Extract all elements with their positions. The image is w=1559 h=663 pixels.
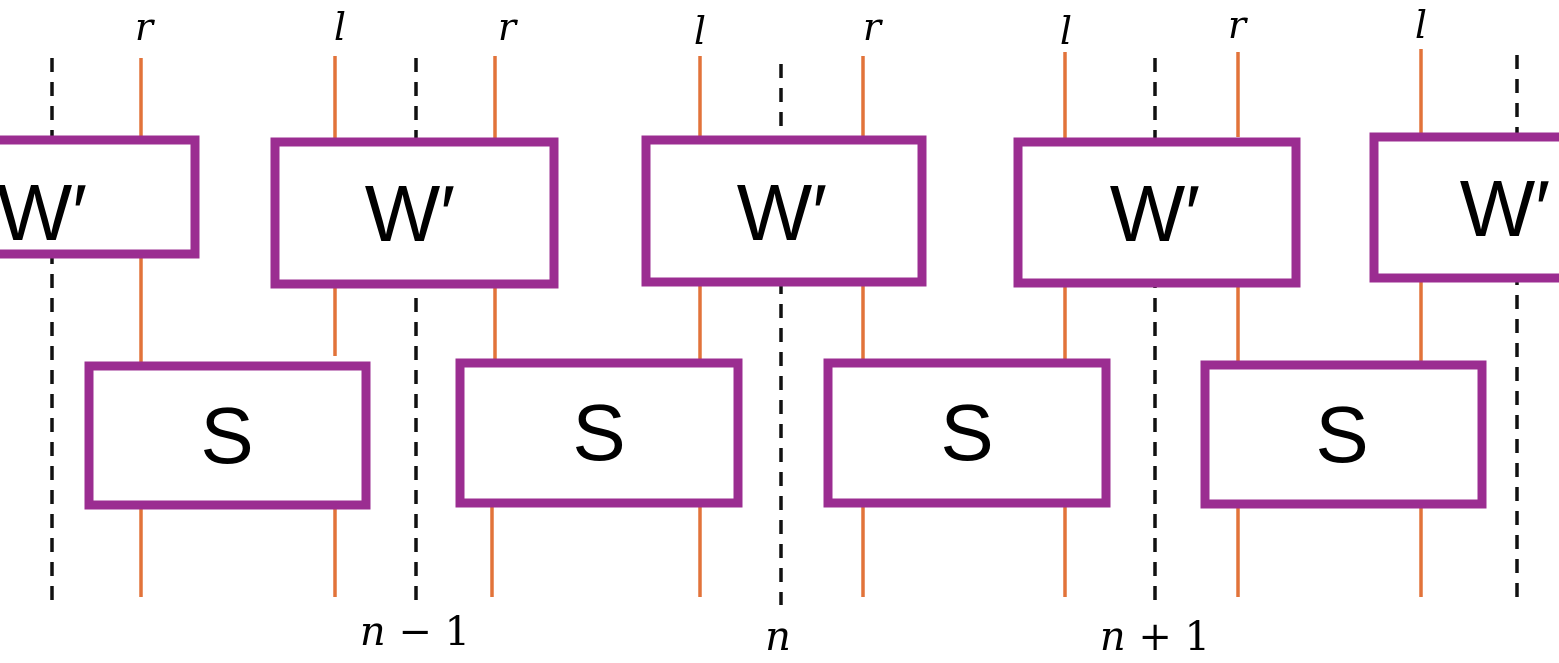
- leg-label: r: [498, 5, 519, 49]
- site-label-suffix: − 1: [386, 609, 470, 655]
- leg-labels: r l r l r l r l: [135, 3, 1427, 53]
- s-box: S: [1200, 360, 1487, 509]
- leg-label: r: [135, 5, 156, 49]
- w-prime-label: W′: [0, 168, 87, 257]
- site-label-n: n: [765, 614, 791, 660]
- leg-label: l: [1415, 3, 1427, 47]
- s-label: S: [572, 388, 625, 477]
- site-label-var: n: [1100, 614, 1126, 660]
- w-prime-box: W′: [641, 135, 927, 287]
- site-label-suffix: + 1: [1126, 614, 1210, 660]
- s-box: S: [84, 361, 371, 510]
- leg-label: l: [694, 9, 706, 53]
- site-labels: n − 1 n n + 1: [360, 609, 1210, 660]
- w-prime-box: W′: [270, 137, 559, 289]
- w-prime-boxes: W′ W′ W′ W′ W′: [0, 132, 1559, 289]
- s-label: S: [1315, 390, 1368, 479]
- w-prime-box: W′: [1369, 132, 1559, 283]
- w-prime-label: W′: [365, 169, 456, 258]
- w-prime-label: W′: [1460, 164, 1551, 253]
- s-boxes: S S S S: [84, 358, 1487, 510]
- site-label-var: n: [360, 609, 386, 655]
- s-box: S: [455, 358, 743, 508]
- site-label-n-plus-1: n + 1: [1100, 614, 1210, 660]
- leg-label: r: [1228, 3, 1249, 47]
- wires: [139, 49, 1423, 597]
- s-label: S: [940, 388, 993, 477]
- leg-label: l: [334, 5, 346, 49]
- site-separators: [50, 55, 1519, 605]
- s-label: S: [200, 391, 253, 480]
- s-box: S: [823, 358, 1111, 508]
- w-prime-label: W′: [1110, 169, 1201, 258]
- site-label-var: n: [765, 614, 791, 660]
- leg-label: l: [1060, 9, 1072, 53]
- leg-label: r: [863, 5, 884, 49]
- w-prime-label: W′: [737, 168, 828, 257]
- w-prime-box: W′: [1013, 137, 1301, 288]
- site-label-n-minus-1: n − 1: [360, 609, 470, 655]
- w-prime-box: W′: [0, 135, 200, 259]
